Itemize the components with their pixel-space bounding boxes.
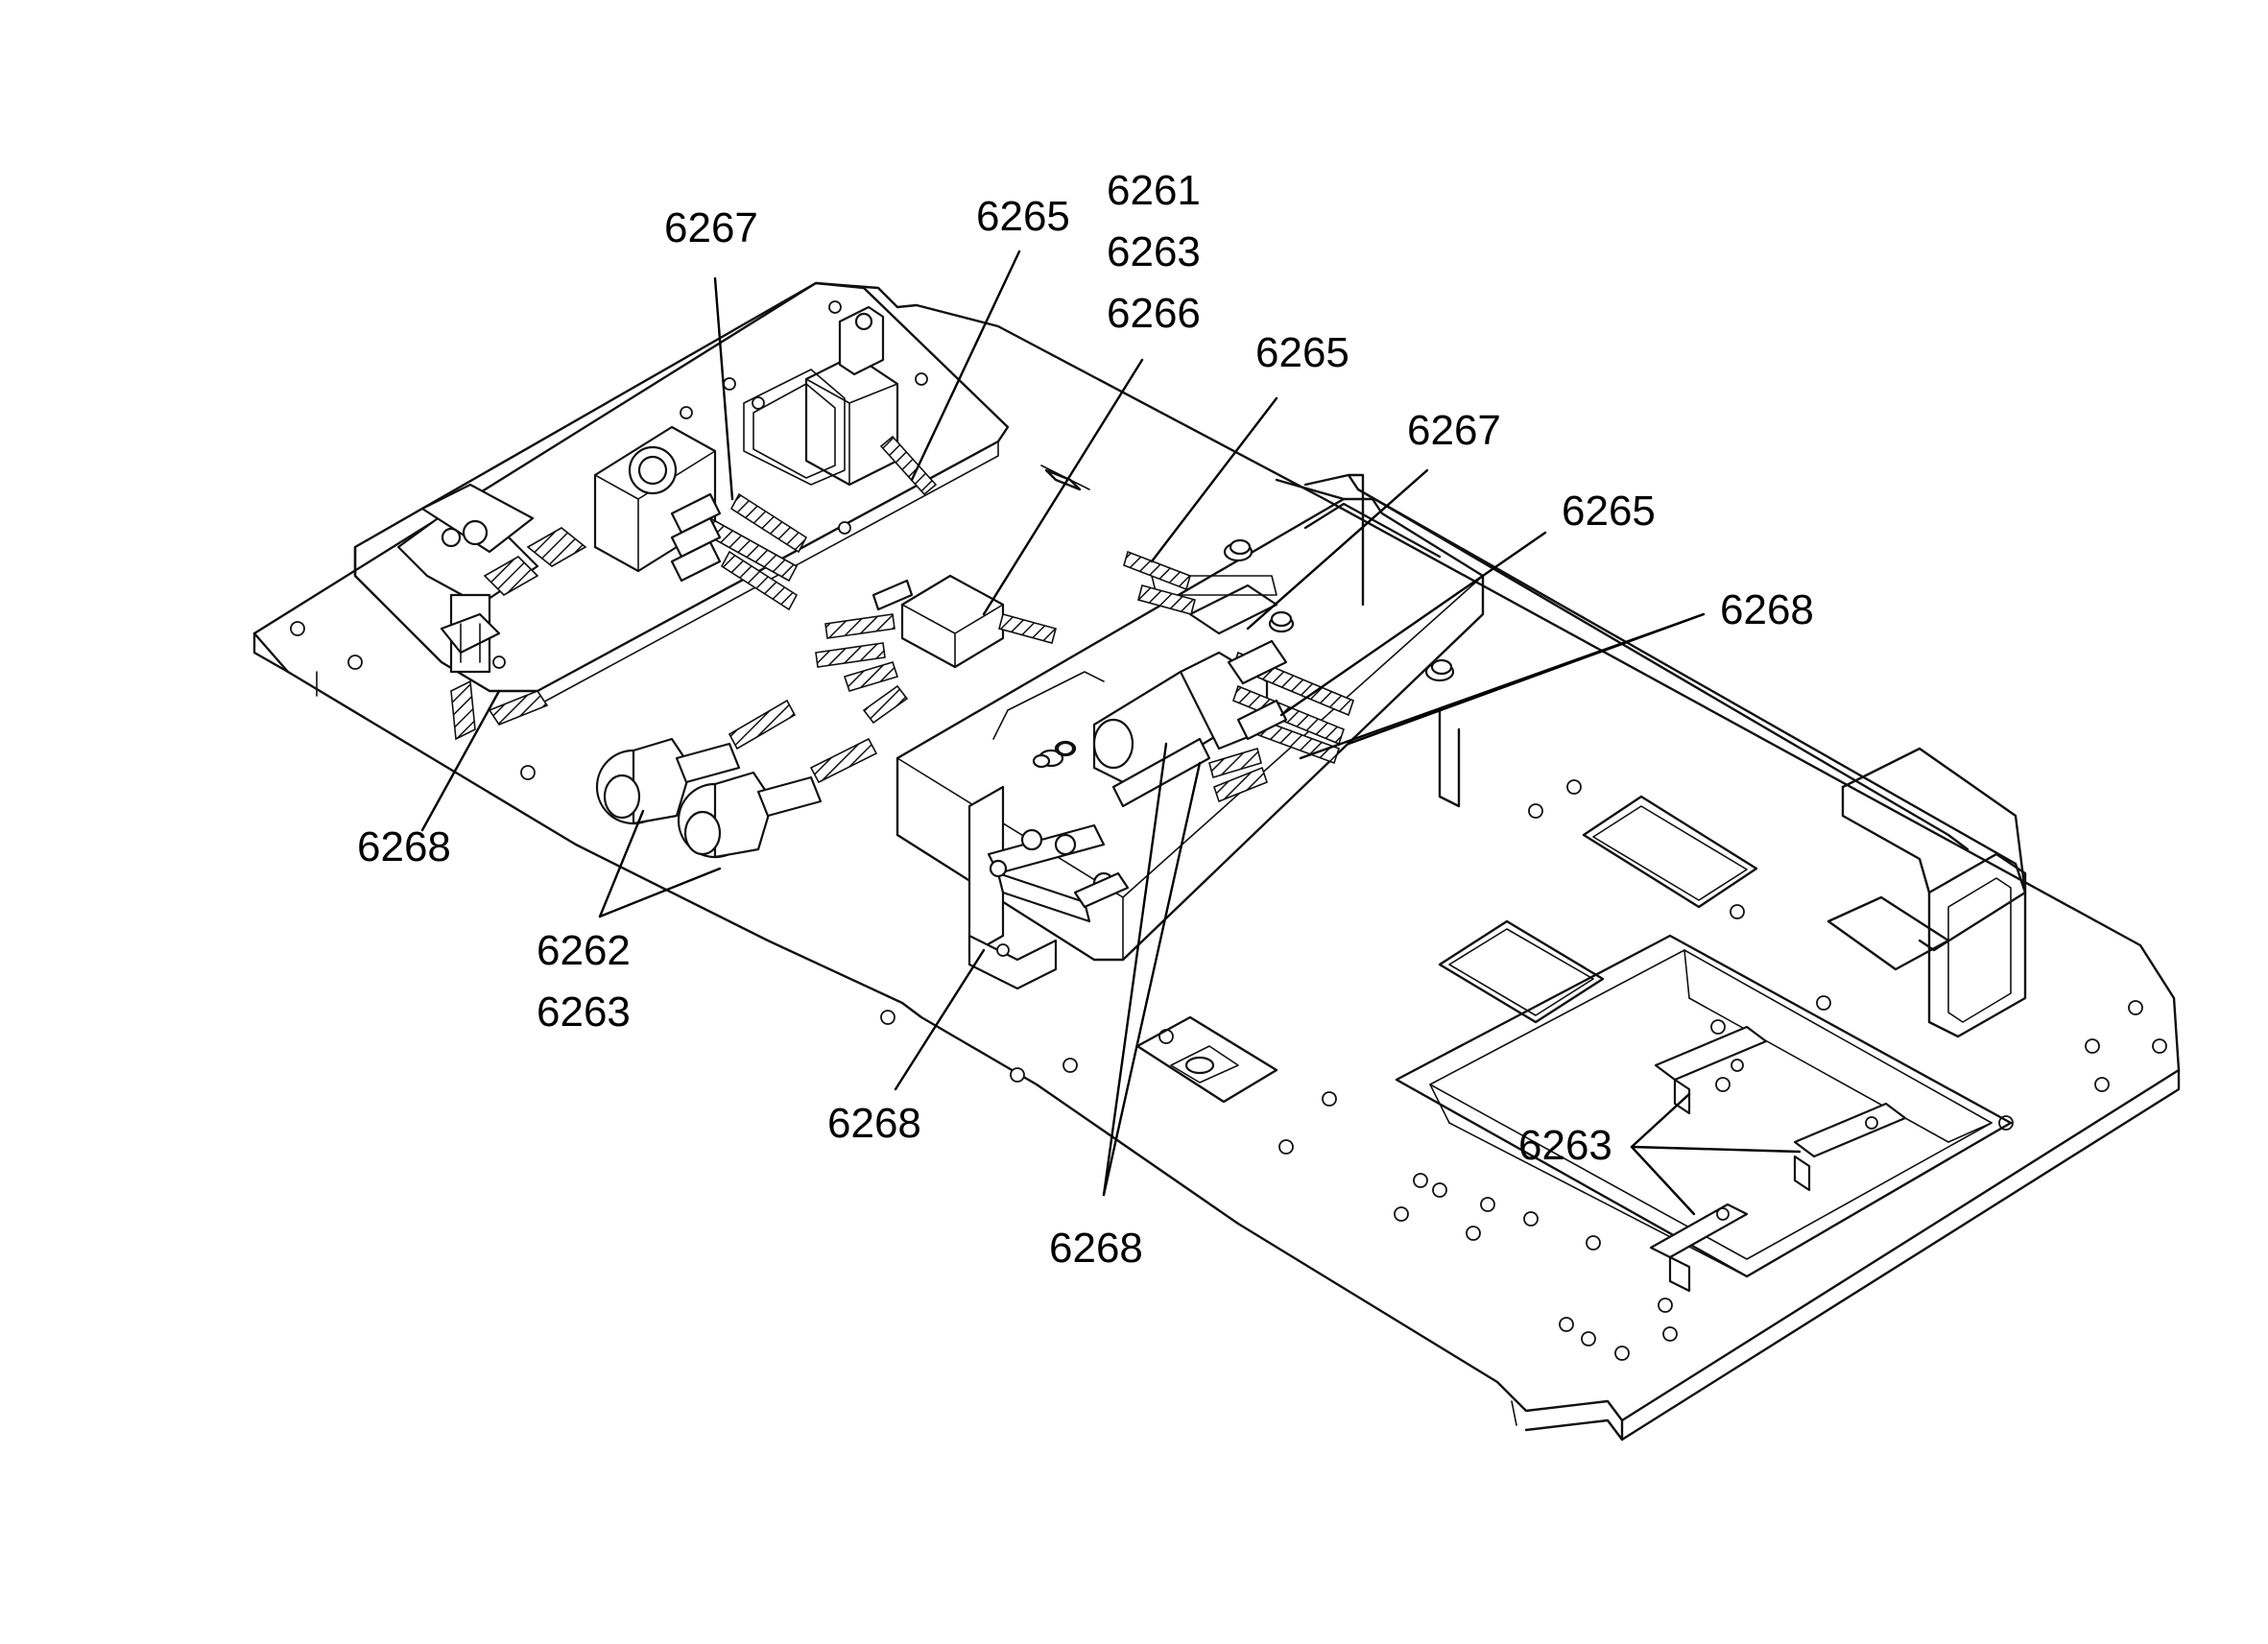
callout-6265-right: 6265 xyxy=(1562,488,1656,535)
leader-6268-bottom-a xyxy=(1102,742,1168,1197)
fittings-left xyxy=(450,435,938,741)
leader-6265-upper xyxy=(910,250,1021,482)
leader-lines xyxy=(420,250,1802,1216)
center-manifold xyxy=(815,574,1057,725)
callout-6263-left: 6263 xyxy=(537,989,631,1036)
right-block-components xyxy=(992,541,1455,808)
top-slot-line xyxy=(1040,465,1090,490)
standoffs xyxy=(1032,538,1453,769)
leader-6263-a xyxy=(1630,1092,1691,1149)
lower-bracket xyxy=(967,785,1130,990)
leader-6268-bottom-b xyxy=(1102,761,1202,1197)
valve-block-upper xyxy=(743,305,899,487)
callout-6268-right: 6268 xyxy=(1720,586,1814,633)
callout-6265-upper: 6265 xyxy=(976,193,1070,240)
leader-6263-c xyxy=(1630,1145,1696,1216)
base-plate xyxy=(252,281,2181,1441)
callout-6265-mid: 6265 xyxy=(1255,329,1349,376)
callout-6266: 6266 xyxy=(1107,290,1201,337)
base-plate-holes xyxy=(290,621,2167,1361)
recess-blocks xyxy=(1649,1025,1907,1293)
callout-6263-recess: 6263 xyxy=(1518,1122,1612,1169)
right-frame xyxy=(1303,473,2027,1038)
leader-6268-bracket xyxy=(894,948,986,1091)
leader-6268-left xyxy=(420,689,501,832)
leader-6265-mid xyxy=(1150,396,1278,563)
inner-recess xyxy=(1395,934,2013,1278)
callout-6267-left: 6267 xyxy=(664,204,758,251)
callout-6262: 6262 xyxy=(537,927,631,974)
callout-6268-bracket: 6268 xyxy=(827,1100,921,1147)
callout-labels: 6267 6265 6261 6263 6266 6265 6267 6265 … xyxy=(357,167,1814,1272)
callout-6268-left: 6268 xyxy=(357,823,451,870)
callout-6261: 6261 xyxy=(1107,167,1201,214)
leader-6262-a xyxy=(598,809,645,918)
leader-6268-right-b xyxy=(1299,612,1706,760)
pedal-valve xyxy=(396,483,587,674)
callout-6263-upper: 6263 xyxy=(1107,228,1201,275)
callout-6268-bottom: 6268 xyxy=(1049,1225,1143,1272)
leader-6261-group xyxy=(982,358,1144,616)
callout-6267-right: 6267 xyxy=(1407,407,1501,454)
pressure-regulators xyxy=(595,699,878,859)
leader-6263-b xyxy=(1630,1145,1802,1154)
leader-6267-left xyxy=(713,276,734,501)
base-plate-cutouts xyxy=(1135,795,1950,1104)
leader-6267-right xyxy=(1246,468,1429,631)
leader-6265-right xyxy=(1279,531,1547,717)
leader-6262-b xyxy=(598,867,722,918)
